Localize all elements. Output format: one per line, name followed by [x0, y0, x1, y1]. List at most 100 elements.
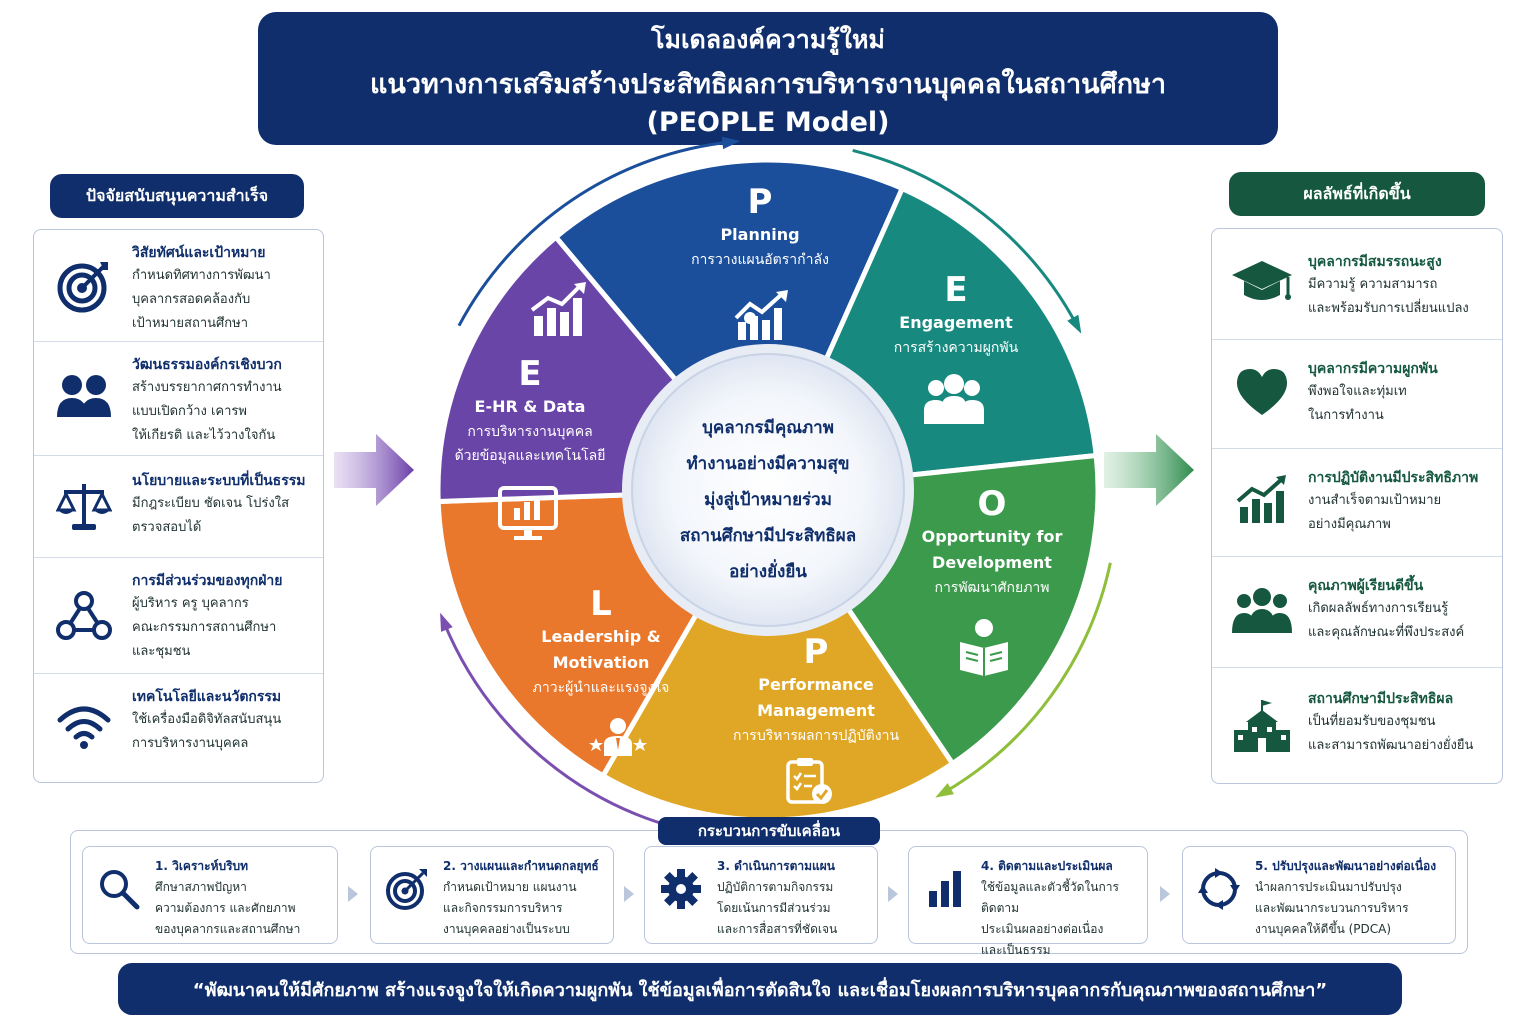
segment-name-en: Leadership & Motivation: [541, 627, 661, 672]
step-desc: ปฏิบัติการตามกิจกรรม โดยเน้นการมีส่วนร่ว…: [717, 880, 838, 936]
segment-ehr-data: E E-HR & Data การบริหารงานบุคคล ด้วยข้อม…: [430, 354, 630, 468]
segment-name-th: การบริหารงานบุคคล ด้วยข้อมูลและเทคโนโลยี: [454, 424, 606, 464]
school-icon: [1228, 696, 1296, 756]
step-arrow-icon: [888, 886, 898, 902]
process-step: 2. วางแผนและกำหนดกลยุทธ์ กำหนดเป้าหมาย แ…: [370, 846, 614, 944]
reading-person-icon: [960, 619, 1008, 676]
outcome-item: การปฏิบัติงานมีประสิทธิภาพ งานสำเร็จตามเ…: [1212, 449, 1502, 557]
factor-desc: ผู้บริหาร ครู บุคลากร คณะกรรมการสถานศึกษ…: [132, 596, 277, 659]
factor-desc: สร้างบรรยากาศการทำงาน แบบเปิดกว้าง เคารพ…: [132, 380, 282, 443]
outcome-item: บุคลากรมีความผูกพัน พึงพอใจและทุ่มเท ในก…: [1212, 340, 1502, 449]
planning-chart-icon: [734, 290, 788, 340]
step-desc: กำหนดเป้าหมาย แผนงาน และกิจกรรมการบริหาร…: [443, 880, 577, 936]
factor-item: การมีส่วนร่วมของทุกฝ่าย ผู้บริหาร ครู บุ…: [34, 558, 323, 674]
title-line-3: (PEOPLE Model): [646, 106, 890, 138]
outcome-title: การปฏิบัติงานมีประสิทธิภาพ: [1308, 470, 1479, 486]
step-title: 1. วิเคราะห์บริบท: [155, 859, 249, 873]
outcomes-header: ผลลัพธ์ที่เกิดขึ้น: [1229, 172, 1485, 216]
step-desc: ศึกษาสภาพปัญหา ความต้องการ และศักยภาพ ขอ…: [155, 880, 301, 936]
factor-desc: มีกฎระเบียบ ชัดเจน โปร่งใส ตรวจสอบได้: [132, 496, 290, 535]
factor-title: วัฒนธรรมองค์กรเชิงบวก: [132, 357, 282, 373]
title-line-1: โมเดลองค์ความรู้ใหม่: [651, 24, 885, 54]
outcome-item: คุณภาพผู้เรียนดีขึ้น เกิดผลลัพธ์ทางการเร…: [1212, 557, 1502, 668]
segment-name-en: Performance Management: [757, 675, 875, 720]
outcome-desc: เป็นที่ยอมรับของชุมชน และสามารถพัฒนาอย่า…: [1308, 714, 1474, 753]
segment-name-th: การพัฒนาศักยภาพ: [934, 580, 1050, 596]
segment-name-en: E-HR & Data: [474, 397, 586, 416]
segment-name-th: การสร้างความผูกพัน: [893, 340, 1019, 356]
students-icon: [1228, 581, 1296, 641]
step-title: 5. ปรับปรุงและพัฒนาอย่างต่อเนื่อง: [1255, 859, 1437, 873]
step-arrow-icon: [624, 886, 634, 902]
magnifier-icon: [95, 865, 143, 913]
step-title: 3. ดำเนินการตามแผน: [717, 859, 835, 873]
outcome-desc: มีความรู้ ความสามารถ และพร้อมรับการเปลี่…: [1308, 277, 1469, 316]
left-flow-arrow: [334, 434, 414, 506]
quote-banner: “พัฒนาคนให้มีศักยภาพ สร้างแรงจูงใจให้เกิ…: [118, 963, 1402, 1015]
growth-chart-icon: [1228, 469, 1296, 529]
target-icon: [383, 865, 431, 913]
outcome-desc: พึงพอใจและทุ่มเท ในการทำงาน: [1308, 384, 1407, 423]
outcome-title: สถานศึกษามีประสิทธิผล: [1308, 691, 1454, 707]
right-flow-arrow: [1104, 434, 1194, 506]
network-icon: [54, 586, 114, 646]
segment-letter: P: [803, 632, 829, 672]
step-desc: นำผลการประเมินมาปรับปรุง และพัฒนากระบวนก…: [1255, 880, 1409, 936]
segment-name-en: Engagement: [899, 313, 1013, 332]
process-header: กระบวนการขับเคลื่อน: [658, 817, 880, 845]
outcome-title: บุคลากรมีสมรรถนะสูง: [1308, 254, 1442, 270]
segment-name-th: การวางแผนอัตรากำลัง: [691, 252, 829, 268]
outcome-desc: งานสำเร็จตามเป้าหมาย อย่างมีคุณภาพ: [1308, 493, 1442, 532]
segment-name-en: Planning: [720, 225, 800, 244]
gear-icon: [657, 865, 705, 913]
outcome-item: สถานศึกษามีประสิทธิผล เป็นที่ยอมรับของชุ…: [1212, 668, 1502, 783]
outcome-title: คุณภาพผู้เรียนดีขึ้น: [1308, 578, 1424, 594]
team-icon: [924, 374, 984, 424]
cycle-arrowhead: [935, 783, 954, 798]
factor-item: วิสัยทัศน์และเป้าหมาย กำหนดทิศทางการพัฒน…: [34, 230, 323, 342]
process-step: 3. ดำเนินการตามแผน ปฏิบัติการตามกิจกรรม …: [644, 846, 878, 944]
outcome-item: บุคลากรมีสมรรถนะสูง มีความรู้ ความสามารถ…: [1212, 229, 1502, 340]
step-desc: ใช้ข้อมูลและตัวชี้วัดในการติดตาม ประเมิน…: [981, 880, 1119, 957]
cycle-arrowhead: [440, 612, 453, 632]
segment-letter: O: [977, 484, 1007, 524]
center-statement: บุคลากรมีคุณภาพ ทำงานอย่างมีความสุข มุ่ง…: [679, 418, 857, 582]
segment-letter: E: [518, 354, 542, 394]
segment-engagement: E Engagement การสร้างความผูกพัน: [856, 270, 1056, 360]
step-arrow-icon: [1160, 886, 1170, 902]
factor-desc: กำหนดทิศทางการพัฒนา บุคลากรสอดคล้องกับ เ…: [132, 268, 271, 331]
factor-title: วิสัยทัศน์และเป้าหมาย: [132, 245, 266, 261]
graduation-cap-icon: [1228, 253, 1296, 313]
clipboard-check-icon: [786, 758, 832, 804]
title-line-2: แนวทางการเสริมสร้างประสิทธิผลการบริหารงา…: [369, 68, 1167, 100]
segment-name-th: การบริหารผลการปฏิบัติงาน: [732, 728, 900, 744]
segment-name-th: ภาวะผู้นำและแรงจูงใจ: [532, 680, 670, 696]
segment-letter: E: [944, 270, 968, 310]
outcome-title: บุคลากรมีความผูกพัน: [1308, 361, 1438, 377]
factor-title: นโยบายและระบบที่เป็นธรรม: [132, 473, 306, 489]
leader-stars-icon: [589, 718, 647, 756]
segment-performance: P Performance Management การบริหารผลการป…: [706, 632, 926, 748]
segment-planning: P Planning การวางแผนอัตรากำลัง: [660, 182, 860, 272]
segment-letter: P: [747, 182, 773, 222]
gear-tooth: [677, 899, 685, 909]
step-title: 4. ติดตามและประเมินผล: [981, 859, 1113, 873]
people-icon: [54, 366, 114, 426]
step-title: 2. วางแผนและกำหนดกลยุทธ์: [443, 859, 599, 873]
scales-icon: [54, 476, 114, 536]
cycle-icon: [1195, 865, 1243, 913]
heart-icon: [1228, 362, 1296, 422]
outcome-desc: เกิดผลลัพธ์ทางการเรียนรู้ และคุณลักษณะที…: [1308, 601, 1465, 640]
cycle-arrowhead: [1067, 314, 1082, 334]
title-banner: โมเดลองค์ความรู้ใหม่ แนวทางการเสริมสร้าง…: [258, 12, 1278, 145]
segment-name-en: Opportunity for Development: [921, 527, 1063, 572]
factor-item: เทคโนโลยีและนวัตกรรม ใช้เครื่องมือดิจิทั…: [34, 674, 323, 782]
process-step: 5. ปรับปรุงและพัฒนาอย่างต่อเนื่อง นำผลกา…: [1182, 846, 1456, 944]
bar-chart-icon: [921, 865, 969, 913]
wifi-icon: [54, 696, 114, 756]
factor-desc: ใช้เครื่องมือดิจิทัลสนับสนุน การบริหารงา…: [132, 712, 282, 751]
factor-item: วัฒนธรรมองค์กรเชิงบวก สร้างบรรยากาศการทำ…: [34, 342, 323, 456]
segment-letter: L: [590, 584, 612, 624]
factor-item: นโยบายและระบบที่เป็นธรรม มีกฎระเบียบ ชัด…: [34, 456, 323, 558]
factors-header: ปัจจัยสนับสนุนความสำเร็จ: [50, 174, 304, 218]
